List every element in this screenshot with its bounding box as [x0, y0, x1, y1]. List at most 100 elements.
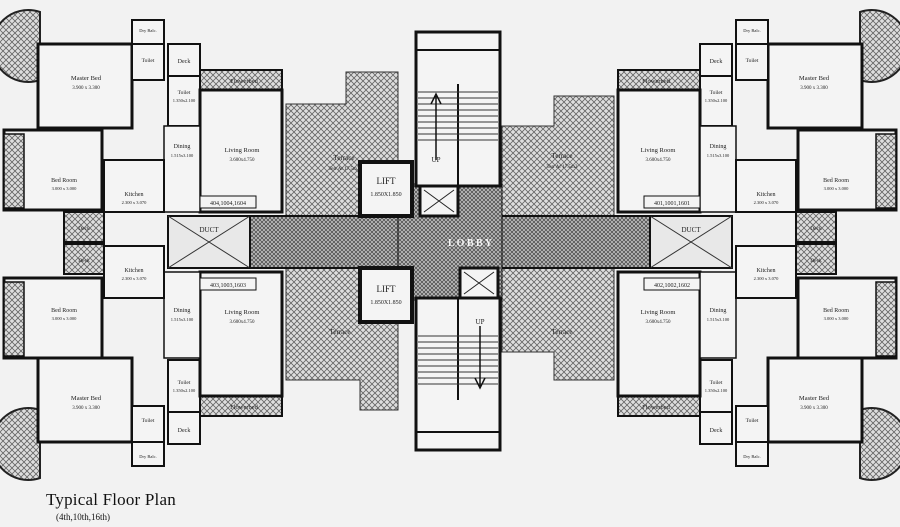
dry-balcony	[131, 19, 165, 45]
dining-dims: 1.515x3.100	[707, 153, 730, 158]
dining-label: Dining	[174, 308, 191, 314]
kitchen-label: Kitchen	[125, 268, 144, 274]
svg-text:402,1002,1602: 402,1002,1602	[654, 283, 690, 289]
toilet-room	[735, 405, 769, 443]
living-room	[198, 270, 284, 398]
terrace-label: Terrace	[334, 154, 355, 162]
flat-id-top-left: 404,1004,1604	[199, 195, 257, 209]
duct-left	[167, 215, 251, 269]
toilet-label: Toilet	[178, 90, 191, 96]
kitchen-dims: 2.300 x 3.070	[122, 276, 148, 281]
dry-balcony-label: Dry Balc.	[139, 454, 157, 459]
lift-label: LIFT	[377, 176, 397, 186]
dry-balcony	[131, 441, 165, 467]
master-bed-dims: 3.900 x 3.300	[72, 86, 100, 91]
terrace-label: Terrace	[330, 328, 351, 336]
deck-side	[63, 211, 105, 243]
dining-dims: 1.515x3.100	[171, 317, 194, 322]
toilet-label: Toilet	[142, 58, 155, 64]
kitchen-dims: 2.300 x 3.070	[754, 276, 780, 281]
kitchen-dims: 2.300 x 3.070	[754, 200, 780, 205]
kitchen	[735, 245, 797, 299]
deck-label: Deck	[810, 226, 822, 232]
master-bed-room	[36, 356, 134, 444]
balcony-arc-top-right	[859, 9, 900, 83]
kitchen	[735, 159, 797, 213]
toilet-room-2	[167, 359, 201, 413]
toilet-room	[131, 405, 165, 443]
living-room	[616, 88, 702, 214]
balcony-arc-bottom-left	[0, 407, 41, 481]
deck-label: Deck	[178, 428, 191, 434]
bed-room-dims: 3.000 x 3.000	[824, 316, 850, 321]
toilet-dims: 1.350x2.100	[705, 388, 728, 393]
flat-top-right	[616, 9, 900, 243]
staircase-top	[414, 30, 502, 188]
bed-room-label: Bed Room	[823, 308, 849, 314]
balcony-arc-top-left	[0, 9, 41, 83]
svg-text:404,1004,1604: 404,1004,1604	[210, 201, 246, 207]
toilet-label: Toilet	[746, 58, 759, 64]
labels-bottom-left: Master Bed 3.900 x 3.300 Toilet Dry Balc…	[51, 258, 259, 459]
terrace-label: Terrace	[552, 328, 573, 336]
living-room-dims: 3.600x4.750	[230, 320, 256, 325]
flowerbed-side	[875, 133, 897, 209]
lobby-label: L O B B Y	[448, 238, 493, 249]
kitchen	[103, 245, 165, 299]
master-bed-dims: 3.900 x 3.300	[800, 86, 828, 91]
kitchen-dims: 2.300 x 3.070	[122, 200, 148, 205]
terrace-label: Terrace	[552, 152, 573, 160]
flat-id-bottom-left: 403,1003,1603	[199, 277, 257, 291]
dry-balcony-label: Dry Balc.	[139, 28, 157, 33]
dining-label: Dining	[710, 308, 727, 314]
flat-bottom-right	[616, 243, 900, 481]
duct-label: DUCT	[199, 226, 219, 234]
flowerbed-side	[3, 281, 25, 357]
toilet-label: Toilet	[178, 380, 191, 386]
master-bed-label: Master Bed	[799, 75, 830, 82]
dining-dims: 1.515x3.100	[707, 317, 730, 322]
living-room-dims: 3.600x4.750	[646, 320, 672, 325]
shaft-bottom	[458, 266, 500, 300]
flowerbed-label: Flowerbed	[642, 78, 671, 85]
dry-balcony	[735, 19, 769, 45]
flat-id-top-right: 401,1001,1601	[643, 195, 701, 209]
living-room	[616, 270, 702, 398]
living-room-dims: 3.600x4.750	[646, 158, 672, 163]
terrace-area-label: Terr Ar 17.5m2	[329, 167, 360, 172]
toilet-dims: 1.350x2.100	[173, 98, 196, 103]
deck-label: Deck	[810, 258, 822, 264]
living-room-label: Living Room	[225, 309, 260, 316]
bed-room-label: Bed Room	[51, 308, 77, 314]
master-bed-room	[766, 42, 864, 130]
caption-subtitle: (4th,10th,16th)	[56, 512, 110, 522]
deck-side	[795, 211, 837, 243]
deck-label: Deck	[710, 59, 723, 65]
master-bed-dims: 3.900 x 3.300	[72, 406, 100, 411]
deck-side	[63, 243, 105, 275]
shaft-top	[418, 184, 460, 218]
dining-area	[699, 271, 737, 359]
kitchen	[103, 159, 165, 213]
bed-room-label: Bed Room	[823, 178, 849, 184]
toilet-room-2	[699, 75, 733, 127]
living-room-label: Living Room	[225, 147, 260, 154]
deck	[167, 411, 201, 445]
bed-room-dims: 3.000 x 3.000	[824, 186, 850, 191]
master-bed-label: Master Bed	[799, 395, 830, 402]
toilet-room-2	[699, 359, 733, 413]
dry-balcony-label: Dry Balc.	[743, 28, 761, 33]
lift-label: LIFT	[377, 284, 397, 294]
dining-label: Dining	[710, 144, 727, 150]
deck-label: Deck	[78, 258, 90, 264]
staircase-bottom	[414, 296, 502, 452]
bed-room-dims: 3.000 x 3.000	[52, 316, 78, 321]
deck	[167, 43, 201, 77]
dry-balcony	[735, 441, 769, 467]
dining-dims: 1.515x3.100	[171, 153, 194, 158]
flowerbed-label: Flowerbed	[642, 404, 671, 411]
master-bed-label: Master Bed	[71, 75, 102, 82]
duct-label: DUCT	[681, 226, 701, 234]
balcony-arc-bottom-right	[859, 407, 900, 481]
